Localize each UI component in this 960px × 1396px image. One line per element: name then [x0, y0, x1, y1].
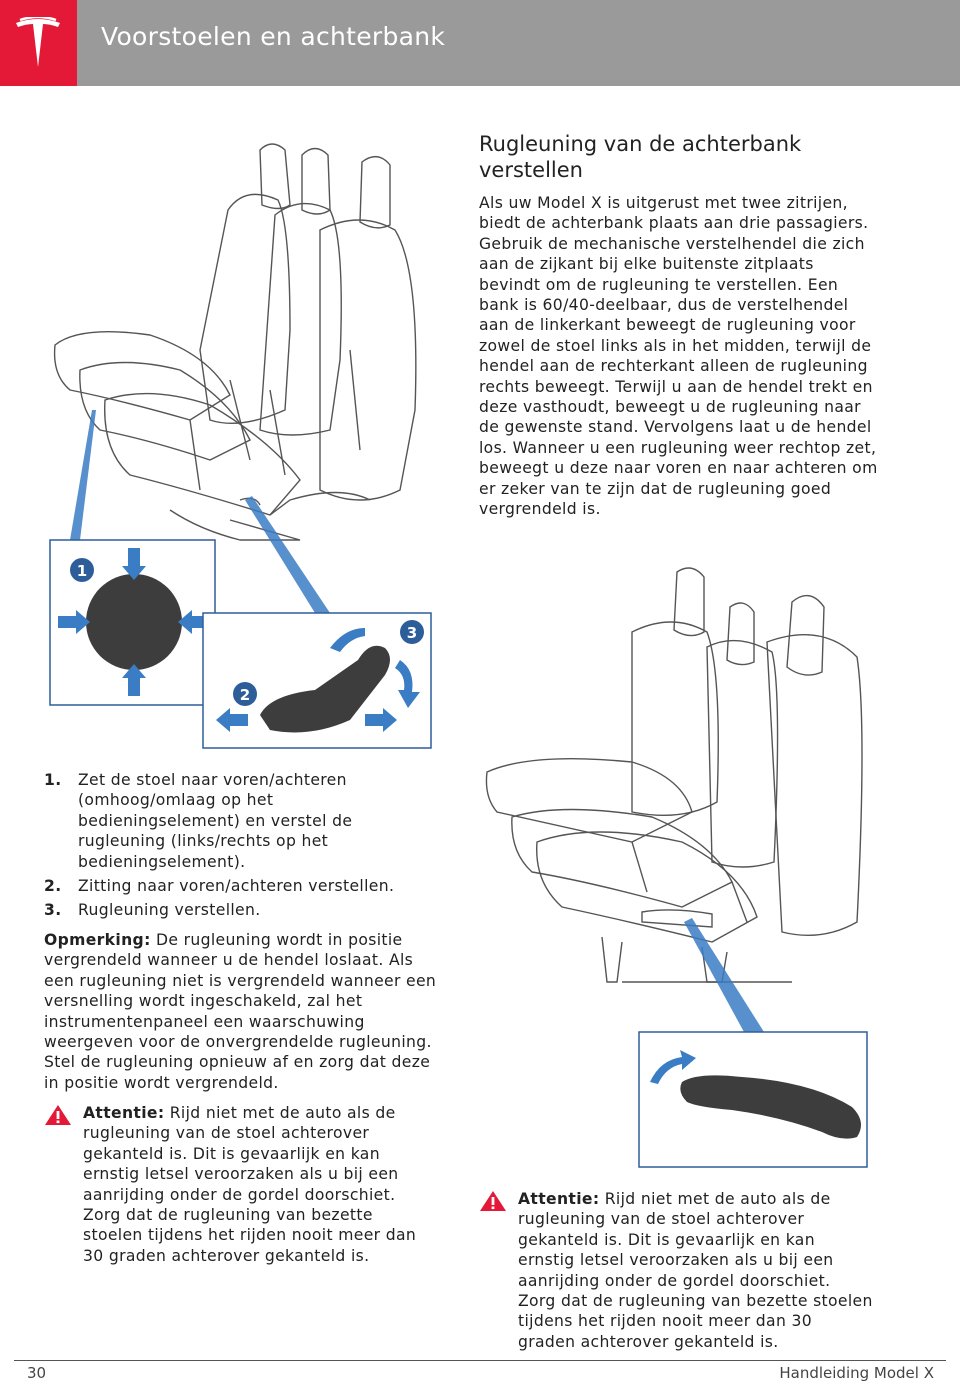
list-text: Rugleuning verstellen.	[78, 901, 261, 920]
page-number: 30	[27, 1364, 47, 1382]
warning-label: Attentie:	[518, 1190, 600, 1208]
note-text: De rugleuning wordt in positie vergrende…	[44, 931, 437, 1092]
warning-left: Attentie: Rijd niet met de auto als de r…	[44, 1103, 439, 1273]
warning-text: Rijd niet met de auto als de rugleuning …	[518, 1190, 873, 1351]
warning-right: Attentie: Rijd niet met de auto als de r…	[479, 1189, 884, 1354]
rear-seat-paragraph: Als uw Model X is uitgerust met twee zit…	[479, 194, 878, 519]
list-item: 2. Zitting naar voren/achteren verstelle…	[44, 876, 439, 896]
figure-label-1: 1	[77, 562, 87, 580]
section-title: Rugleuning van de achterbank verstellen	[479, 132, 802, 182]
manual-title: Handleiding Model X	[779, 1364, 934, 1382]
list-text: Zitting naar voren/achteren verstellen.	[78, 877, 395, 896]
warning-icon	[480, 1191, 506, 1211]
list-number: 3.	[44, 901, 62, 920]
figure-label-3: 3	[407, 624, 417, 642]
adjustment-list: 1. Zet de stoel naar voren/achteren (omh…	[44, 770, 439, 925]
list-item: 1. Zet de stoel naar voren/achteren (omh…	[44, 770, 439, 872]
list-number: 2.	[44, 877, 62, 896]
list-item: 3. Rugleuning verstellen.	[44, 900, 439, 920]
rear-seat-illustration	[485, 567, 868, 1168]
list-number: 1.	[44, 771, 62, 789]
warning-label: Attentie:	[83, 1104, 165, 1122]
warning-text: Rijd niet met de auto als de rugleuning …	[83, 1104, 417, 1265]
page-header: Voorstoelen en achterbank	[0, 0, 960, 86]
note-label: Opmerking:	[44, 931, 151, 949]
list-text: Zet de stoel naar voren/achteren (omhoog…	[78, 771, 353, 871]
front-seat-illustration: 1 3 2	[49, 143, 432, 749]
page-title: Voorstoelen en achterbank	[101, 22, 446, 51]
tesla-logo-icon	[16, 17, 60, 67]
figure-label-2: 2	[240, 686, 250, 704]
tesla-logo	[0, 0, 77, 86]
warning-icon	[45, 1105, 71, 1125]
note-paragraph: Opmerking: De rugleuning wordt in positi…	[44, 930, 439, 1093]
footer-divider	[14, 1360, 946, 1361]
